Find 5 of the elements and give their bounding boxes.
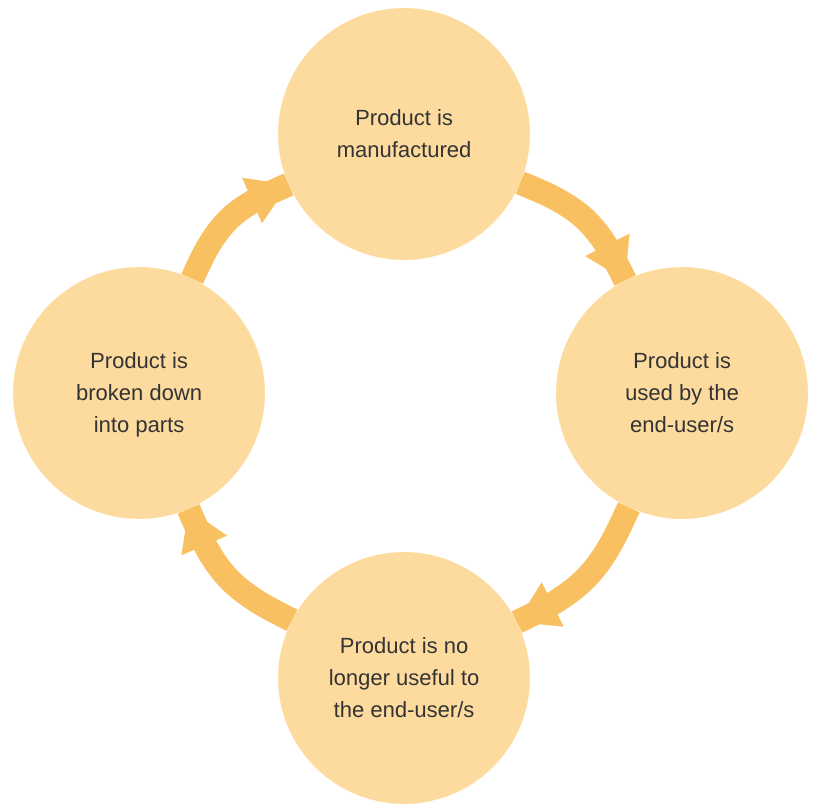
node-text: Product is manufactured (336, 104, 472, 164)
node-text: Product is no longer useful to the end-user/s (328, 632, 480, 724)
cycle-arrow (512, 502, 640, 633)
node-text: Product is broken down into parts (75, 347, 203, 439)
node-text: Product is used by the end-user/s (624, 347, 740, 439)
